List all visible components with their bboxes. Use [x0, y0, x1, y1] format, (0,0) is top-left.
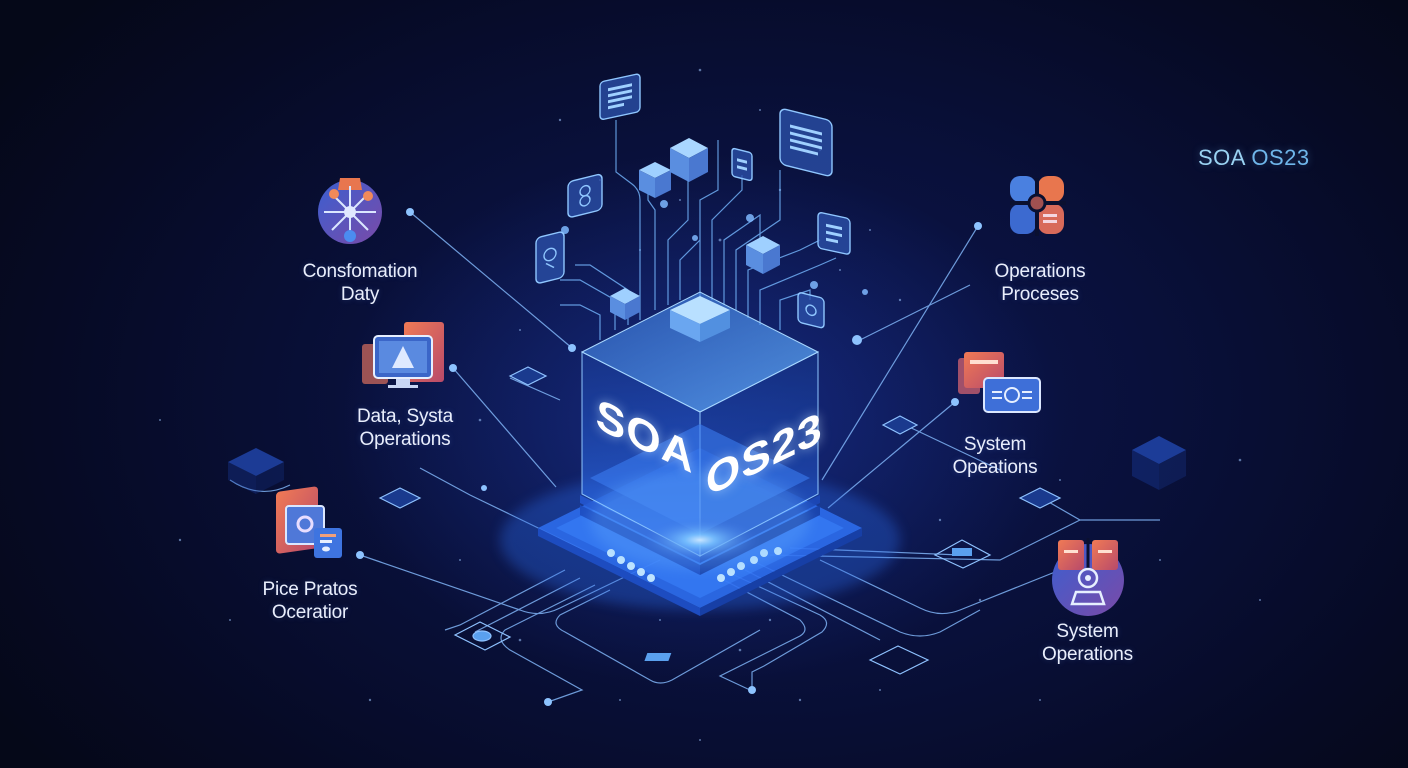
webcam-device-icon — [1052, 538, 1124, 616]
server-cubes — [610, 138, 780, 320]
circuit-chips — [378, 366, 1062, 675]
radial-hub-icon — [318, 178, 382, 244]
document-window-icon — [276, 486, 342, 558]
node-label-system-operations: System Operations — [1042, 621, 1133, 665]
server-card-icon — [958, 352, 1041, 413]
brand-title: SOA OS23 — [1198, 145, 1310, 170]
core-cube — [580, 291, 820, 575]
node-label-operations-proceses: Operations Proceses — [994, 261, 1086, 305]
connector-lines — [229, 211, 1160, 703]
node-label-system-opeations: System Opeations — [952, 434, 1038, 478]
node-label-pice-pratos: Pice Pratos Oceratior — [262, 579, 358, 623]
floating-tiles — [535, 73, 851, 329]
background-blocks — [228, 436, 1186, 494]
node-label-data-system: Data, Systa Operations — [356, 406, 453, 450]
node-label-confsomation: Consfomation Daty — [302, 261, 418, 305]
process-cluster-icon — [1010, 176, 1066, 236]
monitor-stack-icon — [362, 322, 444, 388]
